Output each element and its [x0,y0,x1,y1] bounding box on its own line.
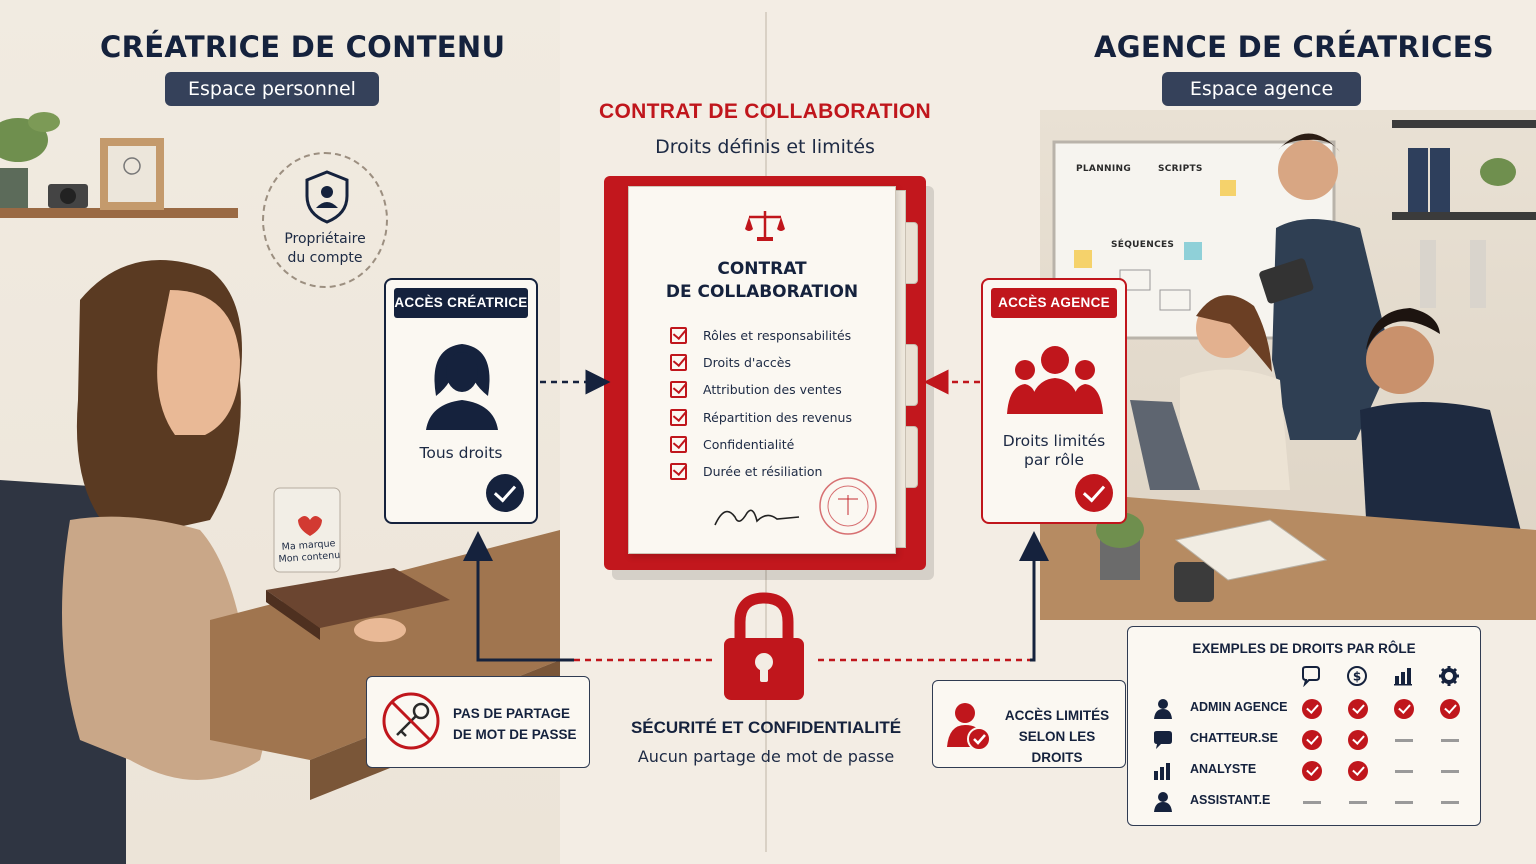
check-circle-icon [1075,474,1113,512]
account-owner-badge [262,152,388,288]
role-name: CHATTEUR.SE [1190,731,1278,745]
agency-space-pill: Espace agence [1162,72,1361,106]
right-granted-icon [1348,730,1368,750]
right-granted-icon [1302,699,1322,719]
right-denied-icon [1394,761,1414,781]
right-granted-icon [1440,699,1460,719]
right-granted-icon [1394,699,1414,719]
creator-space-pill: Espace personnel [165,72,379,106]
contract-heading: CONTRAT DE COLLABORATION [599,100,931,123]
no-key-icon [382,692,440,750]
checkbox-icon [670,463,687,481]
agency-illustration [1040,120,1536,620]
board-label-scripts: SCRIPTS [1158,164,1203,174]
contract-document-title: CONTRAT DE COLLABORATION [665,259,859,302]
roles-table-title: EXEMPLES DE DROITS PAR RÔLE [1192,641,1416,656]
chat-icon [1154,731,1172,749]
clause-item: Rôles et responsabilités [670,322,890,349]
right-granted-icon [1348,761,1368,781]
woman-avatar-icon [426,344,498,430]
role-name: ASSISTANT.E [1190,793,1271,807]
right-denied-icon [1348,792,1368,812]
bar-chart-icon [1154,763,1170,780]
contract-subtitle: Droits définis et limités [655,136,875,158]
right-granted-icon [1302,730,1322,750]
right-denied-icon [1440,730,1460,750]
creator-access-card: ACCÈS CRÉATRICE Tous droits [384,278,538,524]
role-name: ADMIN AGENCE [1190,700,1288,714]
no-password-text: PAS DE PARTAGE DE MOT DE PASSE [453,706,577,742]
agency-access-header: ACCÈS AGENCE [991,288,1117,318]
agency-access-text: Droits limités par rôle [1002,432,1106,469]
right-denied-icon [1394,792,1414,812]
table-row: ASSISTANT.E [1150,790,1470,814]
table-row: ANALYSTE [1150,759,1470,783]
creator-access-header: ACCÈS CRÉATRICE [394,288,528,318]
person-icon [1154,792,1172,812]
chat-icon [1302,666,1320,687]
creator-title: CRÉATRICE DE CONTENU [100,30,506,64]
agency-access-card: ACCÈS AGENCE Droits limités par rôle [981,278,1127,524]
signature-mark [714,509,800,526]
board-label-sequences: SÉQUENCES [1111,240,1175,250]
board-label-planning: PLANNING [1076,164,1132,174]
group-users-icon [1007,346,1103,414]
agency-title: AGENCE DE CRÉATRICES [1094,30,1494,64]
clause-item: Durée et résiliation [670,458,890,485]
role-name: ANALYSTE [1190,762,1257,776]
clause-item: Attribution des ventes [670,376,890,403]
creator-access-text: Tous droits [419,444,503,462]
account-owner-label: Propriétaire du compte [284,231,366,266]
checkbox-icon [670,381,687,399]
person-icon [1154,699,1172,719]
bar-chart-icon [1394,668,1412,686]
security-title: SÉCURITÉ ET CONFIDENTIALITÉ [630,718,902,737]
limited-access-box: ACCÈS LIMITÉS SELON LES DROITS [932,680,1126,768]
svg-text:$: $ [1353,670,1361,684]
checkbox-icon [670,435,687,453]
creator-illustration [0,112,560,864]
table-row: ADMIN AGENCE [1150,697,1470,721]
dollar-icon: $ [1347,666,1367,686]
check-circle-icon [486,474,524,512]
right-denied-icon [1302,792,1322,812]
security-subtitle: Aucun partage de mot de passe [637,747,895,766]
gear-icon [1439,666,1459,686]
seal-stamp [819,477,877,535]
user-check-icon [947,703,991,751]
clause-item: Droits d'accès [670,349,890,376]
table-row: CHATTEUR.SE [1150,728,1470,752]
checkbox-icon [670,408,687,426]
clause-item: Répartition des revenus [670,404,890,431]
checkbox-icon [670,327,687,345]
right-granted-icon [1302,761,1322,781]
right-granted-icon [1348,699,1368,719]
no-password-sharing-box: PAS DE PARTAGE DE MOT DE PASSE [366,676,590,768]
clause-item: Confidentialité [670,431,890,458]
checkbox-icon [670,354,687,372]
roles-rights-table: EXEMPLES DE DROITS PAR RÔLE $ ADMIN AGEN… [1127,626,1481,826]
scales-icon [745,211,785,241]
right-denied-icon [1394,730,1414,750]
padlock-icon [724,592,804,700]
limited-access-text: ACCÈS LIMITÉS SELON LES DROITS [1004,708,1110,765]
right-denied-icon [1440,761,1460,781]
right-denied-icon [1440,792,1460,812]
shield-user-icon [305,170,349,224]
contract-clauses: Rôles et responsabilités Droits d'accès … [670,322,890,485]
